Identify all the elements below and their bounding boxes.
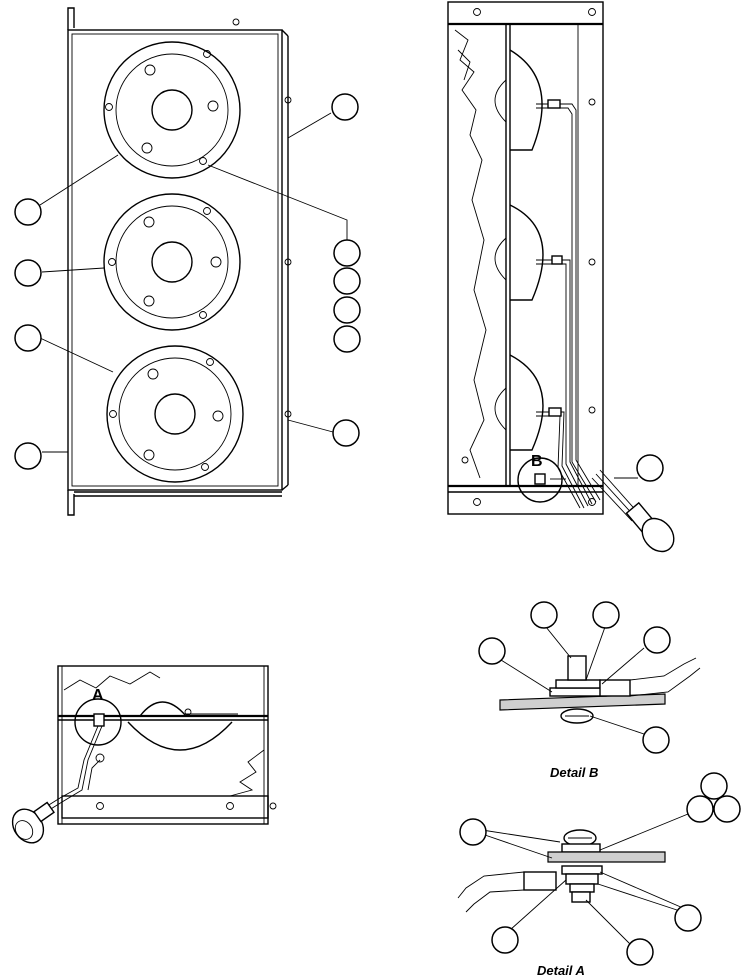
callout-balloon xyxy=(686,795,714,823)
callout-balloon xyxy=(713,795,741,823)
callout-balloon xyxy=(642,726,670,754)
detail-marker-b: B xyxy=(531,453,543,470)
rear-view: B xyxy=(447,1,675,553)
callout-balloon xyxy=(478,637,506,665)
detail-b-view: Detail B xyxy=(478,601,701,780)
callout-balloon xyxy=(674,904,702,932)
callout-balloon xyxy=(14,198,42,226)
callout-balloon xyxy=(331,93,359,121)
callout-balloon xyxy=(626,938,654,966)
lamp-assembly-bottom xyxy=(106,345,244,483)
callout-balloon xyxy=(333,267,361,295)
callout-balloon xyxy=(459,818,487,846)
side-view: A xyxy=(11,665,277,844)
callout-balloon xyxy=(14,259,42,287)
callout-balloon xyxy=(333,325,361,353)
callout-balloon xyxy=(332,419,360,447)
front-view xyxy=(14,7,361,516)
callout-balloon xyxy=(491,926,519,954)
callout-balloon xyxy=(700,772,728,800)
detail-a-view: Detail A xyxy=(457,772,741,978)
callout-balloon xyxy=(333,296,361,324)
detail-b-caption: Detail B xyxy=(550,765,598,780)
callout-balloon xyxy=(592,601,620,629)
callout-balloon xyxy=(14,324,42,352)
detail-a-caption: Detail A xyxy=(537,963,585,978)
lamp-assembly-top xyxy=(103,41,241,179)
callout-balloon xyxy=(333,239,361,267)
detail-marker-a: A xyxy=(92,687,104,704)
lamp-assembly-middle xyxy=(103,193,241,331)
callout-balloon xyxy=(14,442,42,470)
callout-balloon xyxy=(530,601,558,629)
callout-balloon xyxy=(643,626,671,654)
callout-balloon xyxy=(636,454,664,482)
